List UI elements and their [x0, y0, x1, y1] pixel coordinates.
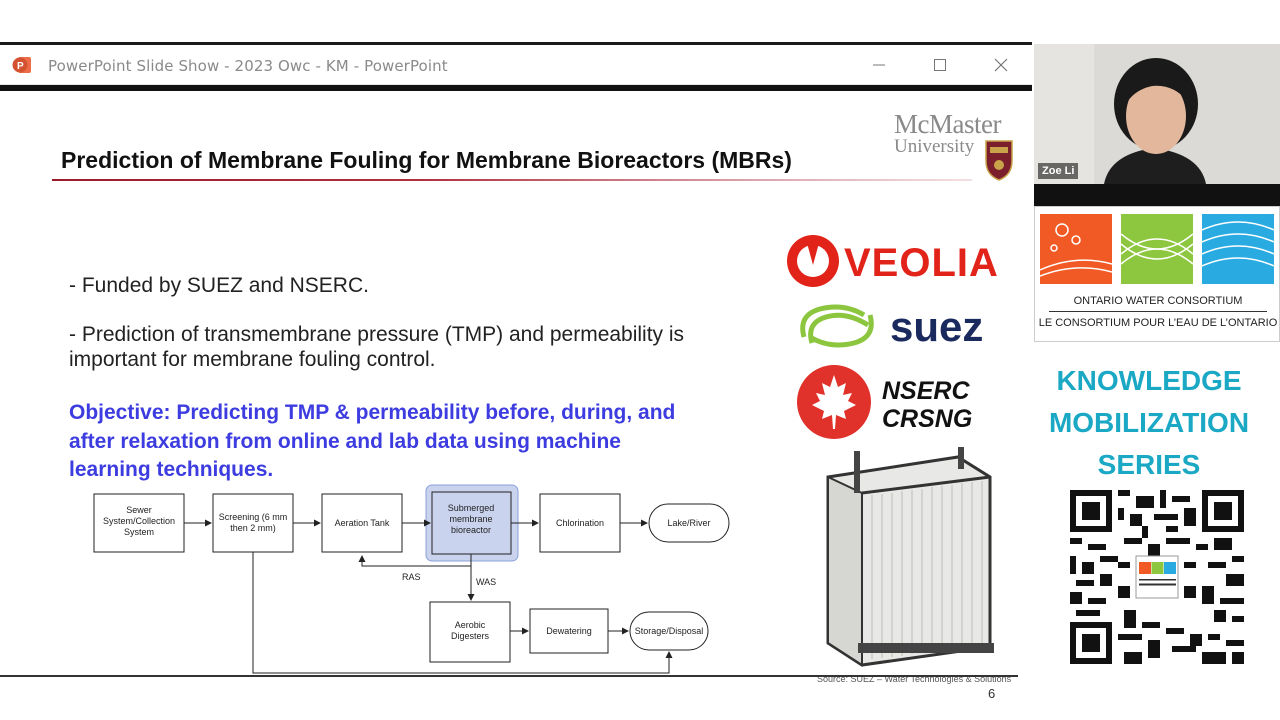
window-bottom-edge: [0, 675, 1018, 677]
desktop-top-edge: [0, 42, 1032, 45]
node-label: Storage/Disposal: [635, 626, 704, 636]
mcmaster-university-text: University: [894, 136, 975, 157]
node-label: bioreactor: [451, 525, 491, 535]
node-label: Aerobic: [455, 620, 486, 630]
node-label: Dewatering: [546, 626, 592, 636]
node-sewer: [93, 493, 185, 553]
nserc-text: NSERC: [882, 377, 970, 405]
owc-logo: ONTARIO WATER CONSORTIUM LE CONSORTIUM P…: [1034, 206, 1280, 342]
node-label: System: [124, 527, 154, 537]
close-button[interactable]: [986, 53, 1016, 77]
owc-tile-orange: [1040, 214, 1112, 284]
objective-text: Objective: Predicting TMP & permeability…: [69, 399, 789, 485]
close-icon: [994, 58, 1008, 72]
was-label: WAS: [476, 577, 496, 587]
node-label: Sewer: [126, 505, 152, 515]
slideshow-window: P PowerPoint Slide Show - 2023 Owc - KM …: [0, 45, 1032, 701]
owc-tile-green: [1121, 214, 1193, 284]
window-title: PowerPoint Slide Show - 2023 Owc - KM - …: [48, 57, 448, 75]
slide-number: 6: [988, 686, 996, 701]
slide-canvas[interactable]: Prediction of Membrane Fouling for Membr…: [0, 91, 1032, 701]
bypass-arrow: [252, 552, 673, 674]
node-aeration: [321, 493, 403, 553]
title-underline: [52, 179, 972, 181]
nserc-logo: NSERC CRSNG: [797, 365, 972, 439]
owc-divider: [1049, 311, 1267, 312]
mcmaster-crest-icon: [985, 140, 1013, 181]
node-label: Screening (6 mm: [219, 512, 288, 522]
series-title: KNOWLEDGE MOBILIZATION SERIES: [1034, 360, 1264, 486]
node-label: membrane: [449, 514, 492, 524]
objective-line: learning techniques.: [69, 458, 274, 481]
ras-label: RAS: [402, 572, 421, 582]
title-bar[interactable]: P PowerPoint Slide Show - 2023 Owc - KM …: [0, 45, 1032, 85]
node-label: Digesters: [451, 631, 490, 641]
video-bar: [1034, 184, 1280, 206]
minimize-icon: [873, 64, 885, 66]
slide-title: Prediction of Membrane Fouling for Membr…: [61, 147, 792, 173]
suez-wordmark: suez: [890, 303, 983, 350]
objective-line: after relaxation from online and lab dat…: [69, 429, 621, 453]
suez-logo: suez: [800, 303, 983, 350]
node-label: then 2 mm): [230, 523, 276, 533]
owc-name-en: ONTARIO WATER CONSORTIUM: [1073, 295, 1243, 307]
node-digesters: [429, 601, 511, 663]
mcmaster-wordmark: McMaster: [894, 109, 1001, 139]
veolia-wordmark: VEOLIA: [844, 241, 999, 285]
powerpoint-icon: P: [12, 57, 31, 73]
node-label: System/Collection: [103, 516, 175, 526]
bullet-funding: - Funded by SUEZ and NSERC.: [69, 274, 369, 297]
minimize-button[interactable]: [864, 53, 894, 77]
membrane-module-image: [826, 447, 994, 667]
maximize-button[interactable]: [925, 53, 955, 77]
node-storage: [629, 611, 709, 651]
series-title-line: SERIES: [1097, 449, 1201, 480]
participant-video[interactable]: Zoe Li: [1034, 44, 1280, 184]
image-source-caption: Source: SUEZ – Water Technologies & Solu…: [817, 674, 1012, 684]
participant-name: Zoe Li: [1038, 163, 1079, 179]
owc-name-fr: LE CONSORTIUM POUR L’EAU DE L’ONTARIO: [1038, 317, 1278, 329]
svg-text:P: P: [17, 61, 24, 72]
node-label: Aeration Tank: [335, 518, 390, 528]
node-label: Submerged: [448, 503, 495, 513]
crsng-text: CRSNG: [882, 405, 972, 433]
node-chlorination: [539, 493, 621, 553]
objective-line: Objective: Predicting TMP & permeability…: [69, 401, 676, 424]
qr-code[interactable]: [1070, 490, 1244, 664]
participant-avatar: [1034, 44, 1280, 184]
veolia-logo: VEOLIA: [787, 235, 999, 287]
node-label: Chlorination: [556, 518, 604, 528]
owc-tile-blue: [1202, 214, 1274, 284]
node-dewatering: [529, 608, 609, 654]
mcmaster-logo: McMaster University: [892, 109, 1020, 181]
series-title-line: KNOWLEDGE: [1056, 365, 1242, 396]
series-title-line: MOBILIZATION: [1048, 407, 1250, 438]
bullet-tmp-line2: important for membrane fouling control.: [69, 348, 436, 371]
bullet-tmp-line1: - Prediction of transmembrane pressure (…: [69, 323, 685, 346]
node-label: Lake/River: [667, 518, 710, 528]
node-lake: [648, 503, 730, 543]
suez-mark-icon: [800, 304, 874, 348]
slide-top-border: [0, 85, 1032, 91]
maximize-icon: [934, 59, 946, 71]
